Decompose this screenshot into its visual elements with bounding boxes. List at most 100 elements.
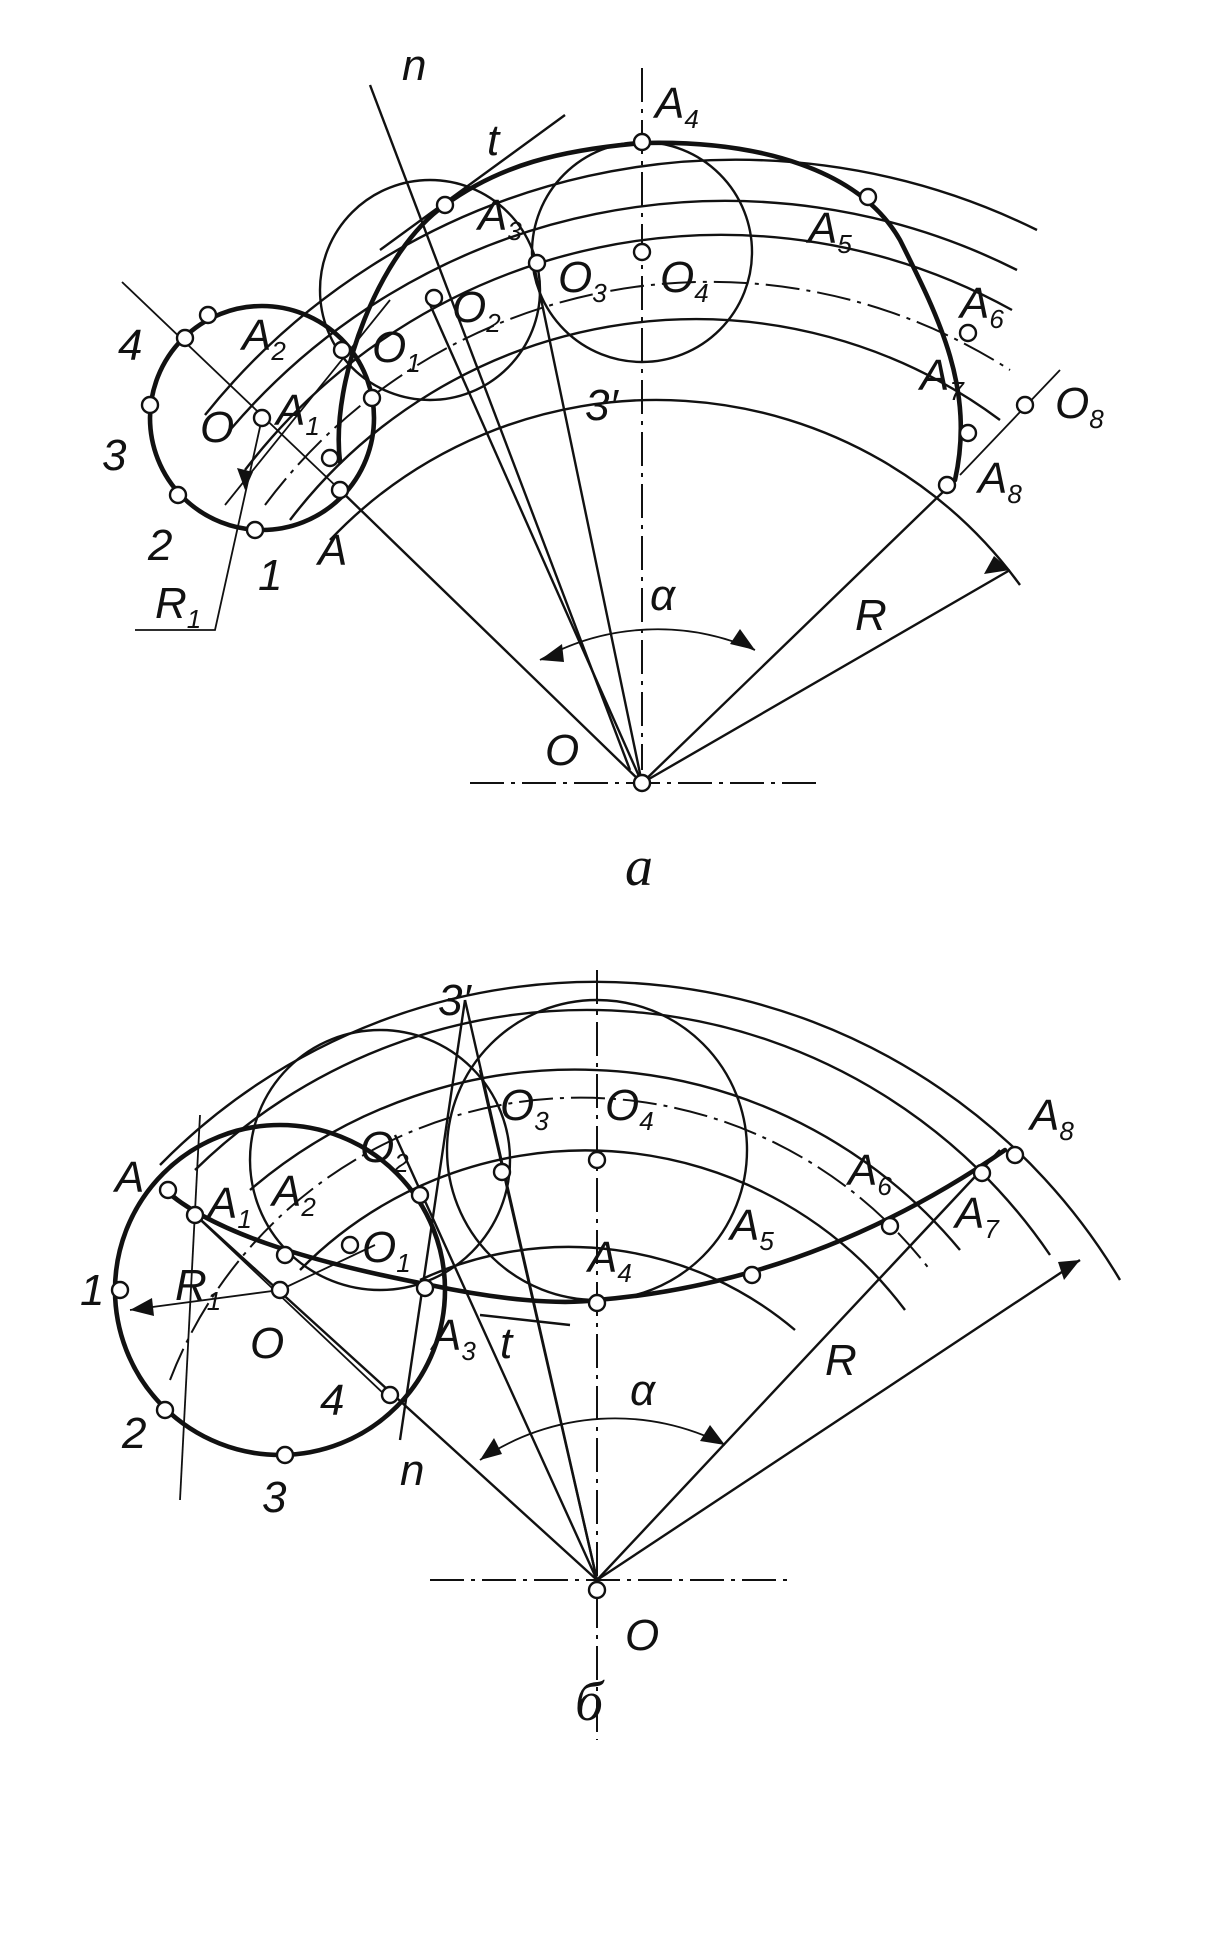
a-outer-arc-1: [204, 158, 1038, 416]
figure-b-labels: 3′ O3 O4 O2 A A1 A2 O1 R1 1 O A3 t A4 A5…: [80, 976, 1074, 1733]
b-r1-arrow: [130, 1298, 154, 1316]
a-label-O3: O3: [558, 253, 607, 308]
b-label-O2: O2: [360, 1123, 409, 1178]
a-pt-A5: [858, 187, 878, 207]
a-alpha-arc: [539, 628, 756, 661]
a-pt-2: [168, 485, 188, 505]
b-pt-A: [158, 1180, 178, 1200]
a-pt-O2: [424, 288, 444, 308]
a-label-t: t: [487, 116, 501, 165]
b-label-O-small: O: [250, 1319, 284, 1368]
b-pt-O2: [410, 1185, 430, 1205]
a-label-A1: A1: [273, 386, 320, 441]
a-pt-A8: [937, 475, 957, 495]
b-label-4: 4: [320, 1376, 344, 1425]
a-label-2: 2: [147, 521, 172, 570]
a-label-3prime: 3′: [585, 381, 619, 430]
a-r1-arrow: [237, 468, 253, 490]
b-radial-A: [167, 1189, 598, 1581]
a-pt-A6: [958, 323, 978, 343]
a-pt-A7: [958, 423, 978, 443]
b-label-A2: A2: [269, 1167, 316, 1222]
b-pt-O1: [340, 1235, 360, 1255]
b-radial-A8: [596, 1149, 1001, 1581]
b-pt-A5: [742, 1265, 762, 1285]
a-label-A: A: [315, 526, 347, 575]
a-pt-O4: [632, 242, 652, 262]
b-label-A7: A7: [952, 1189, 1000, 1244]
a-caption: а: [625, 836, 653, 898]
b-pt-A8: [1005, 1145, 1025, 1165]
b-alpha-arrow-left: [480, 1438, 502, 1460]
b-pt-O4: [587, 1150, 607, 1170]
b-label-1: 1: [80, 1266, 104, 1315]
a-radial-O3: [533, 269, 644, 784]
b-label-A5: A5: [727, 1201, 774, 1256]
a-outer-arc-2: [229, 199, 1018, 431]
b-circle-o2: [248, 1028, 512, 1292]
a-label-O1: O1: [372, 323, 421, 378]
b-points: [110, 1145, 1025, 1600]
a-pt-3: [140, 395, 160, 415]
b-R-arrow: [1058, 1260, 1080, 1280]
b-label-n: n: [400, 1446, 424, 1495]
b-label-R: R: [825, 1336, 857, 1385]
b-label-O4: O4: [605, 1081, 654, 1136]
b-pt-A4: [587, 1293, 607, 1313]
a-label-A6: A6: [957, 279, 1004, 334]
a-label-O: O: [545, 726, 579, 775]
a-points: [140, 132, 1035, 793]
a-label-A5: A5: [805, 204, 852, 259]
b-arc-3: [249, 1068, 961, 1251]
b-label-R1: R1: [175, 1261, 221, 1316]
a-arc-3: [244, 233, 1013, 471]
b-label-alpha: α: [630, 1366, 657, 1415]
b-arc-6: [419, 1245, 796, 1331]
a-label-A2: A2: [239, 311, 286, 366]
a-label-alpha: α: [650, 571, 677, 620]
b-construction-3: [279, 1244, 376, 1291]
a-construction-1: [121, 281, 341, 491]
b-label-A3: A3: [429, 1311, 476, 1366]
b-pt-A1: [185, 1205, 205, 1225]
a-radial-O2: [426, 299, 644, 784]
b-alpha-arc: [479, 1417, 726, 1461]
b-trochoid-curve: [162, 1147, 1008, 1305]
b-label-A: A: [112, 1153, 144, 1202]
a-label-A7: A7: [917, 351, 965, 406]
a-radial-A8: [641, 489, 946, 784]
b-radial-O2: [393, 1134, 599, 1581]
b-label-O3: O3: [500, 1081, 549, 1136]
b-label-A8: A8: [1027, 1091, 1074, 1146]
b-pt-O3: [492, 1162, 512, 1182]
a-alpha-arrow-right: [730, 629, 755, 650]
a-pt-O: [632, 773, 652, 793]
a-construction-2: [224, 299, 391, 506]
b-pt-3: [275, 1445, 295, 1465]
b-pt-A7: [972, 1163, 992, 1183]
a-label-O-small: O: [200, 403, 234, 452]
a-label-O2: O2: [452, 283, 501, 338]
a-radial-O8: [959, 369, 1061, 476]
a-inner-arc: [329, 398, 1021, 586]
b-pt-Osmall: [270, 1280, 290, 1300]
b-label-O: O: [625, 1611, 659, 1660]
a-label-R: R: [855, 591, 887, 640]
b-label-2: 2: [121, 1409, 146, 1458]
a-R-arrow: [984, 556, 1010, 574]
a-normal-n: [368, 84, 632, 771]
figure-a-geometry: [121, 68, 1061, 793]
a-label-n: n: [402, 41, 426, 90]
b-label-O1: O1: [362, 1223, 411, 1278]
b-pt-2: [155, 1400, 175, 1420]
a-label-A4: A4: [652, 79, 699, 134]
b-pt-A3: [415, 1278, 435, 1298]
a-pt-A3: [435, 195, 455, 215]
a-pt-A2: [198, 305, 218, 325]
a-pt-A: [330, 480, 350, 500]
a-center-arc: [264, 280, 1011, 506]
b-label-3prime: 3′: [438, 976, 472, 1025]
figure-a-labels: n t A4 A3 A5 O3 O4 O2 O1 A2 A1 A6 A7 A8 …: [102, 41, 1104, 898]
a-pt-O3: [527, 253, 547, 273]
